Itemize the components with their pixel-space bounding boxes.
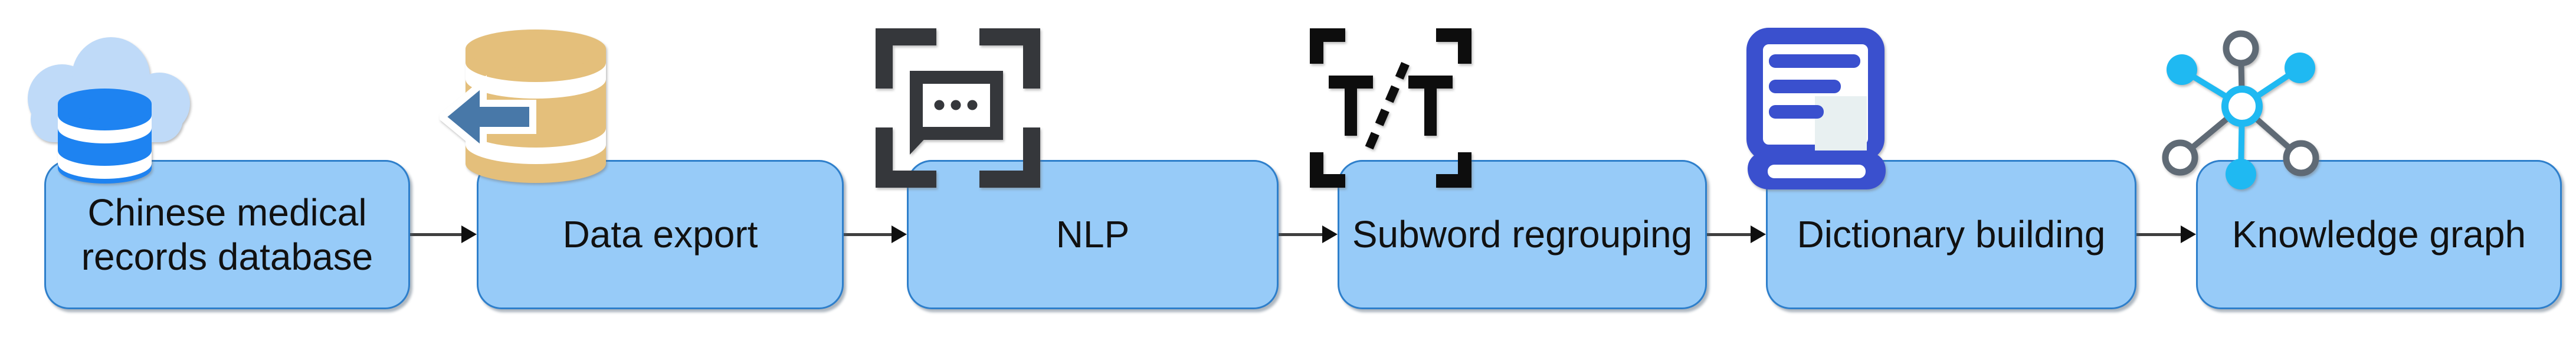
flow-node-label: Chinese medical records database bbox=[81, 191, 373, 278]
flow-arrow bbox=[410, 225, 477, 244]
arrow-line bbox=[1707, 233, 1755, 236]
scan-brackets bbox=[1310, 28, 1471, 188]
flow-arrow bbox=[844, 225, 907, 244]
arrowhead-icon bbox=[1322, 225, 1338, 243]
flow-node-label: Subword regrouping bbox=[1352, 213, 1693, 256]
flow-node-knowledge-graph: Knowledge graph bbox=[2196, 160, 2562, 309]
arrow-line bbox=[844, 233, 896, 236]
flow-arrow bbox=[1707, 225, 1766, 244]
flow-node-dictionary-building: Dictionary building bbox=[1766, 160, 2136, 309]
database-cylinder bbox=[466, 30, 606, 183]
t-slash-t-glyphs bbox=[1329, 62, 1453, 152]
network-graph-icon bbox=[2162, 30, 2319, 189]
book-text-lines bbox=[1769, 54, 1860, 119]
arrowhead-icon bbox=[2181, 225, 2196, 243]
arrowhead-icon bbox=[1751, 225, 1766, 243]
flow-node-label: Dictionary building bbox=[1797, 213, 2106, 256]
flow-arrow bbox=[1279, 225, 1338, 244]
flow-node-label: NLP bbox=[1056, 213, 1130, 256]
database-export-icon bbox=[440, 30, 606, 183]
text-split-scan-icon bbox=[1310, 28, 1471, 188]
cloud-database-icon bbox=[28, 37, 190, 184]
arrow-line bbox=[2136, 233, 2185, 236]
arrow-line bbox=[1279, 233, 1327, 236]
flow-node-nlp: NLP bbox=[907, 160, 1279, 309]
arrowhead-icon bbox=[461, 225, 477, 243]
flow-node-label: Knowledge graph bbox=[2231, 213, 2526, 256]
export-arrow-left bbox=[440, 75, 536, 159]
graph-nodes bbox=[2162, 30, 2319, 189]
speech-bubble bbox=[910, 71, 1003, 155]
flow-node-subword-regrouping: Subword regrouping bbox=[1338, 160, 1707, 309]
flow-arrow bbox=[2136, 225, 2196, 244]
book-spine bbox=[1748, 152, 1886, 189]
flow-node-data-export: Data export bbox=[477, 160, 844, 309]
flow-node-label: Data export bbox=[562, 213, 758, 256]
database-cylinder bbox=[58, 89, 152, 184]
arrow-line bbox=[410, 233, 466, 236]
speech-bubble-scan-icon bbox=[876, 28, 1040, 188]
arrowhead-icon bbox=[892, 225, 907, 243]
dictionary-book-icon bbox=[1746, 28, 1886, 189]
scan-brackets bbox=[876, 28, 1040, 188]
flow-node-chinese-medical-records-database: Chinese medical records database bbox=[44, 160, 410, 309]
